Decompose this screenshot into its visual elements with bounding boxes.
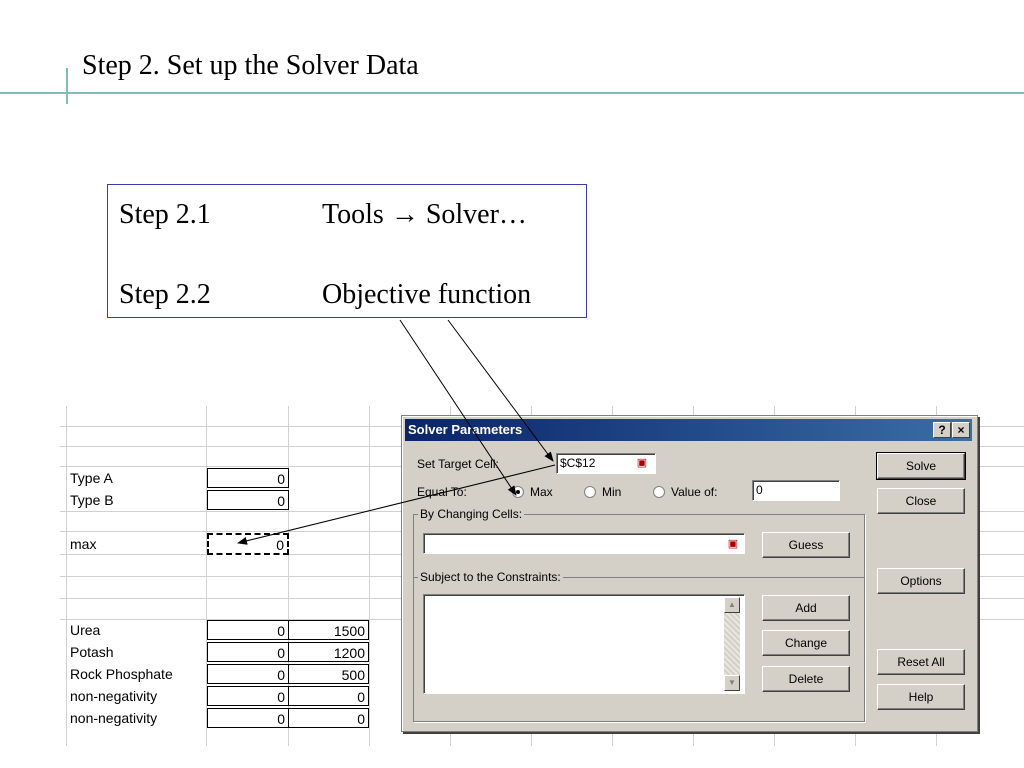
radio-max-label[interactable]: Max — [530, 485, 553, 499]
help-button[interactable]: Help — [877, 684, 965, 710]
target-cell-input[interactable]: $C$12 ▣ — [556, 453, 656, 474]
steps-callout: Step 2.1 Tools → Solver… Step 2.2 Object… — [107, 184, 587, 318]
radio-min[interactable] — [584, 486, 596, 498]
change-button[interactable]: Change — [762, 630, 850, 656]
cell-label-urea[interactable]: Urea — [70, 622, 101, 638]
step-2-1-text: Tools → Solver… — [322, 199, 527, 230]
radio-value-of[interactable] — [653, 486, 665, 498]
dialog-title: Solver Parameters — [408, 422, 523, 437]
guess-button[interactable]: Guess — [762, 532, 850, 558]
close-x-button[interactable]: × — [952, 422, 970, 438]
cell-limit-non-negativity-1[interactable]: 0 — [288, 686, 369, 706]
cell-value-type-a[interactable]: 0 — [207, 468, 289, 488]
constraints-label: Subject to the Constraints: — [418, 570, 563, 584]
cell-value-potash[interactable]: 0 — [207, 642, 289, 662]
constraints-group — [413, 577, 865, 722]
add-button[interactable]: Add — [762, 595, 850, 621]
reset-all-button[interactable]: Reset All — [877, 649, 965, 675]
changing-cells-input[interactable] — [423, 533, 745, 554]
help-question-button[interactable]: ? — [933, 422, 951, 438]
target-cell-label: Set Target Cell: — [417, 457, 499, 471]
step-2-2-label: Step 2.2 — [119, 279, 211, 310]
arrow-to-max-radio — [399, 319, 517, 496]
target-cell-value: $C$12 — [560, 456, 596, 470]
scroll-down-arrow-icon[interactable]: ▼ — [724, 675, 740, 691]
cell-limit-rock-phosphate[interactable]: 500 — [288, 664, 369, 684]
constraints-list[interactable] — [423, 594, 745, 694]
cell-label-non-negativity-2[interactable]: non-negativity — [70, 710, 158, 726]
changing-cells-label: By Changing Cells: — [418, 507, 525, 521]
radio-value-of-label[interactable]: Value of: — [671, 485, 718, 499]
cell-label-type-b[interactable]: Type B — [70, 492, 114, 508]
slide-title: Step 2. Set up the Solver Data — [82, 50, 419, 81]
delete-button[interactable]: Delete — [762, 666, 850, 692]
step-2-2-text: Objective function — [322, 279, 532, 310]
cell-limit-potash[interactable]: 1200 — [288, 642, 369, 662]
cell-value-non-negativity-2[interactable]: 0 — [207, 708, 289, 728]
cell-value-type-b[interactable]: 0 — [207, 490, 289, 510]
cell-label-type-a[interactable]: Type A — [70, 470, 113, 486]
cell-value-max-selected[interactable]: 0 — [207, 533, 289, 555]
cell-label-non-negativity-1[interactable]: non-negativity — [70, 688, 158, 704]
cell-limit-urea[interactable]: 1500 — [288, 620, 369, 640]
cell-label-max[interactable]: max — [70, 536, 97, 552]
cell-limit-non-negativity-2[interactable]: 0 — [288, 708, 369, 728]
value-of-input[interactable]: 0 — [752, 480, 840, 501]
scroll-up-arrow-icon[interactable]: ▲ — [724, 597, 740, 613]
changing-cells-collapse-icon[interactable]: ▣ — [727, 538, 739, 550]
solver-parameters-dialog: Solver Parameters ? × Set Target Cell: $… — [401, 415, 978, 732]
step-2-1-label: Step 2.1 — [119, 199, 211, 230]
title-accent-tick — [66, 68, 68, 104]
close-button[interactable]: Close — [877, 488, 965, 514]
cell-label-potash[interactable]: Potash — [70, 644, 114, 660]
radio-min-label[interactable]: Min — [602, 485, 622, 499]
collapse-dialog-icon[interactable]: ▣ — [636, 457, 648, 469]
arrow-to-target-cell — [447, 319, 554, 462]
title-divider — [0, 92, 1024, 94]
solve-button[interactable]: Solve — [876, 452, 966, 480]
cell-label-rock-phosphate[interactable]: Rock Phosphate — [70, 666, 173, 682]
arrow-to-max-cell — [237, 464, 556, 545]
constraints-scrollbar[interactable]: ▲ ▼ — [724, 597, 740, 691]
options-button[interactable]: Options — [877, 568, 965, 594]
dialog-titlebar[interactable]: Solver Parameters ? × — [405, 419, 972, 441]
